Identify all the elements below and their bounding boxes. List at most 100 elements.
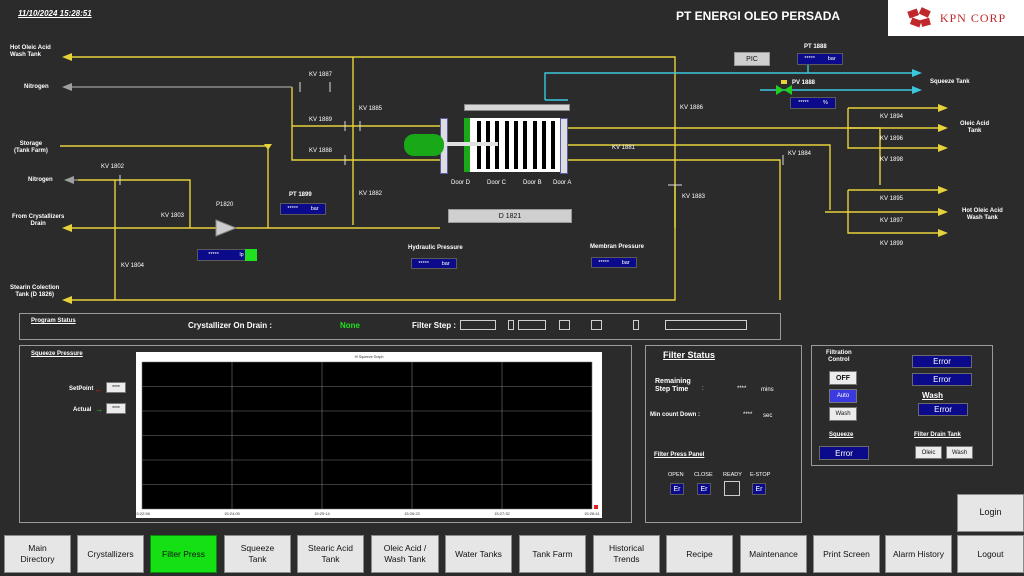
d1821-label: D 1821 [448,209,572,223]
min-count-label: Min count Down : [650,412,700,418]
chart-x-tick-label: 15:28:41 [584,511,600,516]
program-status-panel [19,313,781,340]
datetime: 11/10/2024 15:28:51 [18,9,92,18]
door-d-label: Door D [451,180,471,186]
estop-indicator: Er [752,483,766,495]
filtration-error-1: Error [912,355,972,368]
label-hot-oleic-wash-tank-right: Hot Oleic Acid Wash Tank [962,208,1003,221]
open-label: OPEN [668,472,684,478]
label-p1820: P1820 [216,202,234,208]
label-kv1886: KV 1886 [680,105,704,111]
nav-oleic-acid-wash-tank[interactable]: Oleic Acid / Wash Tank [371,535,439,573]
min-count-value: **** [743,412,753,418]
drain-oleic-button[interactable]: Oleic [915,446,942,459]
door-c-label: Door C [487,180,507,186]
squeeze-chart-svg: 15:22:5615:24:0515:25:1415:26:2315:27:32… [134,355,600,516]
label-kv1884: KV 1884 [788,151,812,157]
filter-drain-tank-title: Filter Drain Tank [914,432,961,438]
nav-alarm-history[interactable]: Alarm History [885,535,952,573]
squeeze-error: Error [819,446,869,460]
setpoint-arrow-icon: ← [95,385,103,394]
filter-status-title: Filter Status [663,350,716,360]
open-indicator: Er [670,483,684,495]
chart-x-tick-label: 15:25:14 [314,511,330,516]
login-button[interactable]: Login [957,494,1024,532]
label-squeeze-tank: Squeeze Tank [930,79,970,85]
company-title: PT ENERGI OLEO PERSADA [676,9,841,23]
squeeze-pressure-panel [19,345,632,523]
off-button[interactable]: OFF [829,371,857,385]
pump-readout: *****lp [197,249,255,261]
label-kv1883: KV 1883 [682,194,706,200]
label-kv1896: KV 1896 [880,136,904,142]
program-status-title: Program Status [31,318,76,324]
filter-press [404,104,570,174]
label-pt1899: PT 1899 [289,192,312,198]
label-kv1887: KV 1887 [309,72,333,78]
label-kv1804: KV 1804 [121,263,145,269]
crystallizer-on-drain-label: Crystallizer On Drain : [188,321,273,330]
crystallizer-on-drain-value: None [340,321,360,330]
chart-x-tick-label: 15:24:05 [224,511,240,516]
label-oleic-acid-tank: Oleic Acid Tank [960,121,990,134]
filter-step-box-4 [559,320,570,330]
nav-crystallizers[interactable]: Crystallizers [77,535,144,573]
label-kv1897: KV 1897 [880,218,904,224]
filtration-control-title: Filtration Control [826,350,852,363]
label-pt1888: PT 1888 [804,44,827,50]
pid-diagram [60,53,948,304]
label-kv1803: KV 1803 [161,213,185,219]
auto-button[interactable]: Auto [829,389,857,403]
nav-maintenance[interactable]: Maintenance [740,535,807,573]
pt1888-readout: *****bar [797,53,843,65]
filter-step-box-6 [633,320,639,330]
close-indicator: Er [697,483,711,495]
pv1888-readout: *****% [790,97,836,109]
label-kv1802: KV 1802 [101,164,125,170]
membran-readout: *****bar [591,257,637,268]
actual-label: Actual [73,407,92,413]
nav-squeeze-tank[interactable]: Squeeze Tank [224,535,291,573]
nav-water-tanks[interactable]: Water Tanks [445,535,512,573]
nav-stearic-acid-tank[interactable]: Stearic Acid Tank [297,535,364,573]
door-a-label: Door A [553,180,572,186]
label-kv1881: KV 1881 [612,145,636,151]
filter-step-box-3 [518,320,546,330]
nav-historical-trends[interactable]: Historical Trends [593,535,660,573]
pic-button[interactable]: PIC [734,52,770,66]
ready-label: READY [723,472,742,478]
ready-indicator [724,481,740,496]
nav-main-directory[interactable]: Main Directory [4,535,71,573]
nav-tank-farm[interactable]: Tank Farm [519,535,586,573]
label-kv1895: KV 1895 [880,196,904,202]
chart-title: Hi Squeeze Graph [355,355,384,359]
hydraulic-cylinder [404,134,444,156]
label-kv1899: KV 1899 [880,241,904,247]
label-pv1888: PV 1888 [792,80,816,86]
setpoint-label: SetPoint [69,386,94,392]
wash-error: Error [918,403,968,416]
label-from-crystallizers: From Crystallizers Drain [12,214,65,227]
nav-print-screen[interactable]: Print Screen [813,535,880,573]
nav-logout[interactable]: Logout [957,535,1024,573]
remaining-value: **** [737,386,747,392]
filter-step-label: Filter Step : [412,321,457,330]
squeeze-pressure-title: Squeeze Pressure [31,351,83,357]
hydraulic-readout: *****bar [411,258,457,269]
drain-wash-button[interactable]: Wash [946,446,973,459]
remaining-separator: : [702,386,704,392]
filtration-control-panel [811,345,993,466]
label-kv1888: KV 1888 [309,148,333,154]
wash-button[interactable]: Wash [829,407,857,421]
close-label: CLOSE [694,472,713,478]
filter-step-box-1 [460,320,496,330]
nav-filter-press[interactable]: Filter Press [150,535,217,573]
filter-press-panel-title: Filter Press Panel [654,452,705,458]
label-membran-pressure: Membran Pressure [590,244,645,250]
remaining-label: Remaining Step Time [655,378,691,394]
squeeze-title: Squeeze [829,432,854,438]
nav-recipe[interactable]: Recipe [666,535,733,573]
company-logo: KPN CORP [888,0,1024,36]
label-kv1882: KV 1882 [359,191,383,197]
actual-value: **** [106,403,126,414]
